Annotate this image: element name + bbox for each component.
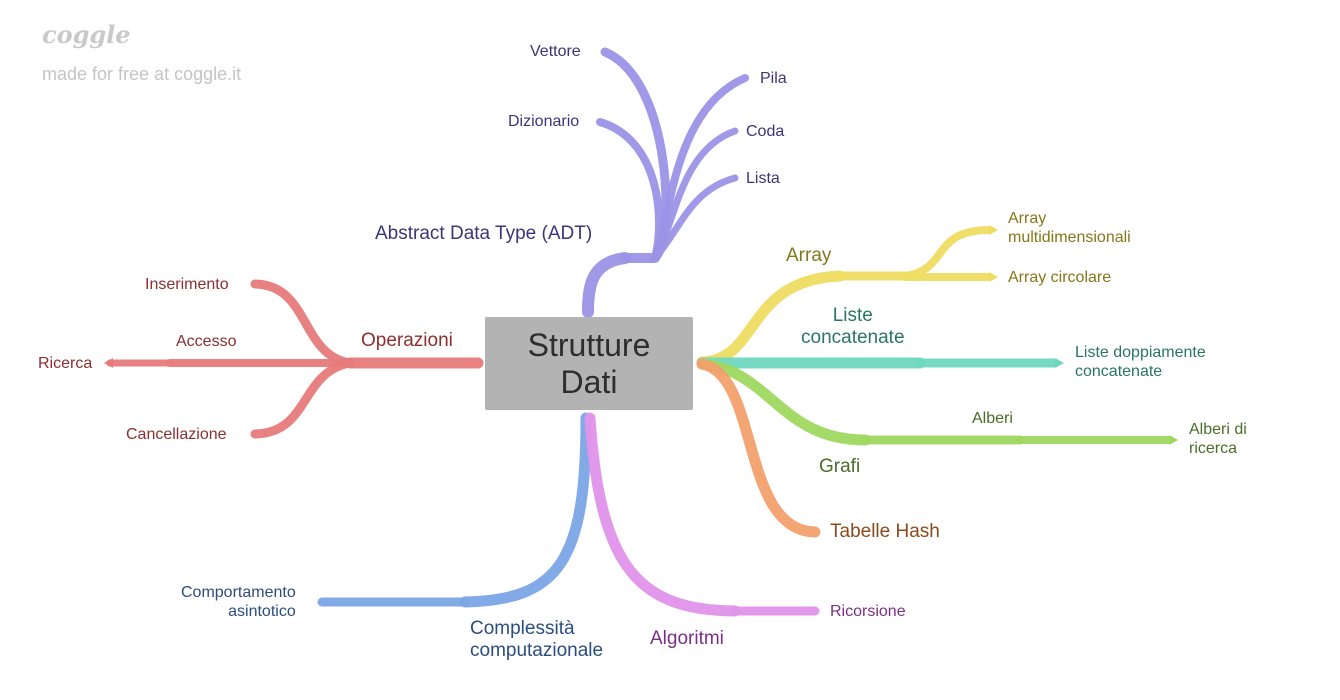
- link-grafi: [696, 358, 871, 446]
- link-adt: [582, 252, 631, 318]
- arrow-ricerca: [104, 358, 113, 368]
- leaf-inserimento[interactable]: Inserimento: [145, 276, 229, 293]
- link-array-multi: [901, 226, 994, 280]
- link-inserimento: [250, 279, 355, 368]
- leaf-array-circolare[interactable]: Array circolare: [1008, 269, 1112, 286]
- branch-grafi[interactable]: Grafi: [819, 456, 861, 477]
- coggle-credit: made for free at coggle.it: [42, 64, 242, 84]
- branch-operazioni[interactable]: Operazioni: [361, 330, 453, 351]
- arrow-array-circolare: [989, 272, 998, 282]
- leaf-alberi-di-ricerca[interactable]: Alberi di ricerca: [1189, 421, 1247, 457]
- leaf-pila[interactable]: Pila: [760, 70, 787, 87]
- coggle-logo: coggle: [42, 20, 131, 49]
- branch-complessita[interactable]: Complessità computazionale: [470, 618, 604, 662]
- arrow-alberi-ricerca: [1169, 435, 1178, 445]
- branch-tabelle-hash[interactable]: Tabelle Hash: [830, 521, 940, 542]
- link-cancellazione: [250, 358, 355, 439]
- link-dizionario: [596, 118, 663, 262]
- branch-algoritmi[interactable]: Algoritmi: [650, 628, 724, 649]
- link-algoritmi: [584, 412, 741, 617]
- leaf-array-multidimensionali[interactable]: Array multidimensionali: [1008, 210, 1131, 246]
- link-complessita: [459, 412, 592, 608]
- link-hash: [696, 358, 821, 538]
- arrow-liste-doppie: [1055, 358, 1064, 368]
- leaf-coda[interactable]: Coda: [746, 123, 785, 140]
- link-lista: [651, 174, 739, 262]
- leaf-ricerca[interactable]: Ricerca: [38, 355, 93, 372]
- leaf-dizionario[interactable]: Dizionario: [508, 113, 580, 130]
- leaf-cancellazione[interactable]: Cancellazione: [126, 426, 227, 443]
- branch-adt[interactable]: Abstract Data Type (ADT): [375, 223, 593, 244]
- branch-array[interactable]: Array: [786, 245, 832, 266]
- root-node[interactable]: Strutture Dati: [485, 317, 693, 410]
- leaf-vettore[interactable]: Vettore: [530, 43, 581, 60]
- arrow-array-multi: [989, 225, 998, 235]
- leaf-liste-doppiamente[interactable]: Liste doppiamente concatenate: [1075, 344, 1206, 380]
- leaf-lista[interactable]: Lista: [746, 170, 780, 187]
- leaf-ricorsione[interactable]: Ricorsione: [830, 603, 906, 620]
- leaf-comportamento-asintotico[interactable]: Comportamento asintotico: [181, 584, 296, 620]
- branch-liste-concatenate[interactable]: Liste concatenate: [801, 305, 905, 349]
- leaf-alberi[interactable]: Alberi: [972, 410, 1013, 427]
- leaf-accesso[interactable]: Accesso: [176, 333, 237, 350]
